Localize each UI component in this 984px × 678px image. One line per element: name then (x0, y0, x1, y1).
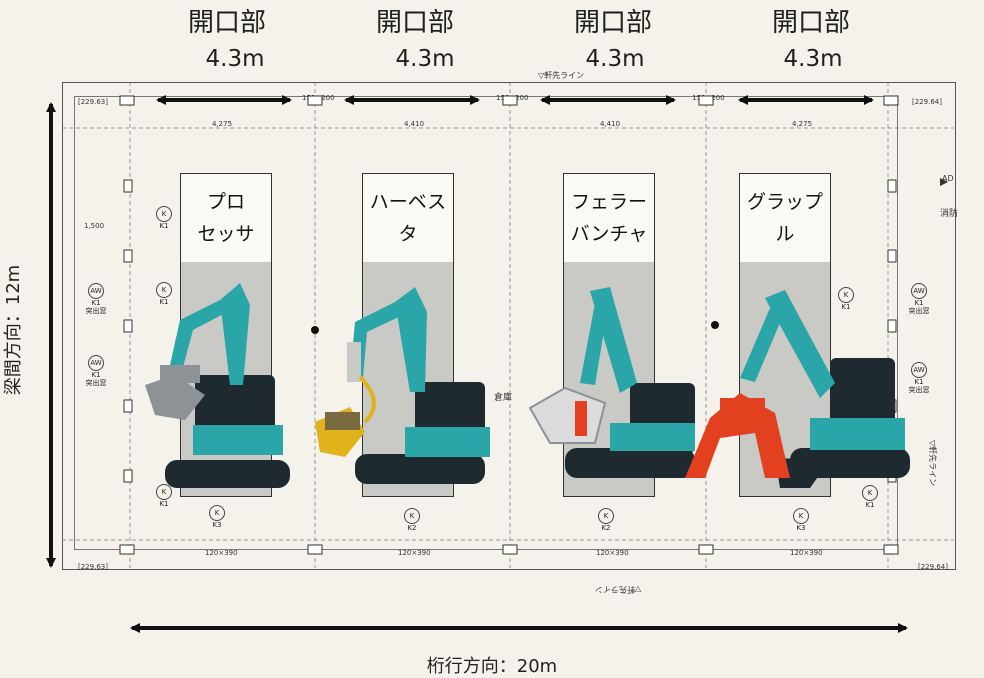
grid-ref-tr: [229.64] (912, 98, 942, 106)
fire-label: 消防 (940, 209, 959, 219)
opening-width-2: 4.3m (395, 46, 455, 72)
opening-width-1: 4.3m (205, 46, 265, 72)
grid-ref-tl: [229.63] (78, 98, 108, 106)
dim-span-4: 4,275 (792, 120, 813, 128)
opening-label-2: 開口部 (375, 8, 454, 38)
opening-label-3: 開口部 (573, 8, 652, 38)
ad-label: AD (942, 174, 954, 183)
excavator-feller-buncher (528, 287, 695, 478)
dim-span-3: 4,410 (600, 120, 621, 128)
dim-left: 1,500 (84, 222, 105, 230)
opening-label-4: 開口部 (771, 8, 850, 38)
right-marker (940, 178, 948, 186)
dim-span-1: 4,275 (212, 120, 233, 128)
eave-line-top: ▽軒先ライン (538, 71, 585, 80)
center-dots (311, 321, 719, 334)
beam-size-4: 120×390 (790, 549, 823, 557)
dim-span-2: 4,410 (404, 120, 425, 128)
opening-label-1: 開口部 (187, 8, 266, 38)
excavator-grapple (685, 290, 910, 488)
vertical-axis-label: 梁間方向：12m (3, 264, 24, 396)
floor-plan-outline (62, 82, 956, 570)
grid-ref-br: [229.64] (918, 563, 948, 571)
beam-size-1: 120×390 (205, 549, 238, 557)
excavator-processor (145, 283, 290, 488)
opening-width-4: 4.3m (783, 46, 843, 72)
posts (119, 95, 899, 555)
beam-size-3: 120×390 (596, 549, 629, 557)
opening-width-3: 4.3m (585, 46, 645, 72)
grid-ref-bl: [229.63] (78, 563, 108, 571)
beam-size-2: 120×390 (398, 549, 431, 557)
plan-grid-lines (62, 82, 954, 568)
horizontal-axis-label: 桁行方向：20m (426, 656, 558, 677)
excavator-harvester (315, 287, 490, 484)
warehouse-label: 倉庫 (494, 393, 513, 403)
floor-plan-inner (74, 96, 898, 550)
